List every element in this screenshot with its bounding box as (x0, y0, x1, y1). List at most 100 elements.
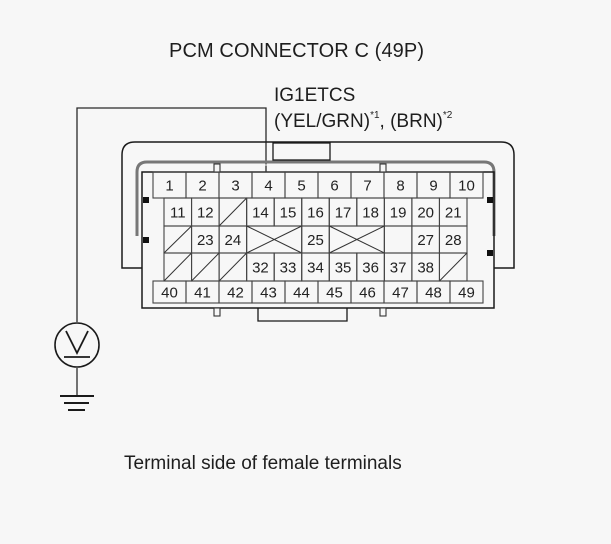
svg-text:47: 47 (392, 285, 409, 302)
svg-text:28: 28 (445, 232, 462, 249)
terminal-37: 37 (383, 252, 413, 282)
terminal-36: 36 (356, 252, 385, 282)
wire-color-2: (BRN) (390, 111, 443, 132)
top-latch (272, 142, 331, 161)
blank-cavity (190, 252, 220, 282)
wire-color-1: (YEL/GRN) (274, 111, 371, 132)
terminal-15: 15 (273, 197, 303, 227)
svg-text:3: 3 (231, 178, 239, 195)
terminal-21: 21 (438, 197, 468, 227)
terminal-4: 4 (251, 171, 286, 199)
svg-text:48: 48 (425, 285, 442, 302)
wire-colors: (YEL/GRN)*1, (BRN)*2 (274, 106, 452, 131)
svg-text:45: 45 (326, 285, 343, 302)
terminal-33: 33 (273, 252, 303, 282)
terminal-18: 18 (356, 197, 385, 227)
terminal-41: 41 (185, 280, 220, 304)
caption: Terminal side of female terminals (124, 453, 402, 474)
svg-text:20: 20 (417, 205, 434, 222)
terminal-44: 44 (284, 280, 319, 304)
terminal-34: 34 (301, 252, 330, 282)
svg-text:19: 19 (390, 205, 407, 222)
terminal-45: 45 (317, 280, 352, 304)
svg-text:2: 2 (198, 178, 206, 195)
terminal-42: 42 (218, 280, 253, 304)
svg-text:49: 49 (458, 285, 475, 302)
terminal-48: 48 (416, 280, 451, 304)
svg-text:40: 40 (161, 285, 178, 302)
terminal-20: 20 (411, 197, 441, 227)
svg-text:46: 46 (359, 285, 376, 302)
terminal-49: 49 (449, 280, 484, 304)
svg-text:21: 21 (445, 205, 462, 222)
svg-text:8: 8 (396, 178, 404, 195)
svg-text:35: 35 (335, 260, 352, 277)
signal-name: IG1ETCS (274, 85, 356, 106)
blank-cavity (163, 252, 193, 282)
blank-cavity (328, 225, 385, 254)
svg-text:25: 25 (307, 232, 324, 249)
terminal-28: 28 (438, 225, 468, 254)
terminal-47: 47 (383, 280, 418, 304)
terminal-46: 46 (350, 280, 385, 304)
terminal-32: 32 (246, 252, 275, 282)
terminal-6: 6 (317, 171, 352, 199)
blank-cavity (383, 225, 413, 254)
connector-title: PCM CONNECTOR C (49P) (169, 40, 425, 62)
terminal-40: 40 (152, 280, 187, 304)
terminal-9: 9 (416, 171, 451, 199)
terminal-7: 7 (350, 171, 385, 199)
svg-text:6: 6 (330, 178, 338, 195)
terminal-16: 16 (301, 197, 330, 227)
terminal-5: 5 (284, 171, 319, 199)
svg-text:5: 5 (297, 178, 305, 195)
blank-cavity (246, 225, 303, 254)
svg-text:33: 33 (280, 260, 297, 277)
svg-text:43: 43 (260, 285, 277, 302)
svg-text:24: 24 (225, 232, 242, 249)
svg-text:16: 16 (307, 205, 324, 222)
terminal-1: 1 (152, 171, 187, 199)
separator: , (379, 111, 391, 132)
terminal-11: 11 (163, 197, 193, 227)
lock-markers (143, 197, 493, 256)
svg-text:12: 12 (197, 205, 214, 222)
terminal-8: 8 (383, 171, 418, 199)
svg-text:37: 37 (390, 260, 407, 277)
terminal-12: 12 (190, 197, 220, 227)
svg-text:44: 44 (293, 285, 310, 302)
terminal-25: 25 (301, 225, 330, 254)
terminal-43: 43 (251, 280, 286, 304)
terminal-24: 24 (218, 225, 248, 254)
svg-text:4: 4 (264, 178, 272, 195)
terminal-14: 14 (246, 197, 275, 227)
svg-text:1: 1 (165, 178, 173, 195)
bottom-latch (257, 308, 348, 322)
terminal-3: 3 (218, 171, 253, 199)
note-1: *1 (370, 110, 380, 121)
blank-cavity (438, 252, 468, 282)
terminal-23: 23 (190, 225, 220, 254)
svg-text:15: 15 (280, 205, 297, 222)
svg-text:32: 32 (252, 260, 269, 277)
svg-text:7: 7 (363, 178, 371, 195)
svg-text:10: 10 (458, 178, 475, 195)
svg-text:23: 23 (197, 232, 214, 249)
svg-text:34: 34 (307, 260, 324, 277)
svg-text:11: 11 (170, 205, 186, 222)
blank-cavity (218, 197, 248, 227)
terminal-35: 35 (328, 252, 358, 282)
svg-text:38: 38 (417, 260, 434, 277)
terminal-27: 27 (411, 225, 441, 254)
svg-text:42: 42 (227, 285, 244, 302)
terminal-19: 19 (383, 197, 413, 227)
svg-text:14: 14 (252, 205, 269, 222)
terminal-10: 10 (449, 171, 484, 199)
terminal-2: 2 (185, 171, 220, 199)
terminal-17: 17 (328, 197, 358, 227)
note-2: *2 (442, 110, 453, 121)
terminal-38: 38 (411, 252, 441, 282)
blank-cavity (163, 225, 193, 254)
